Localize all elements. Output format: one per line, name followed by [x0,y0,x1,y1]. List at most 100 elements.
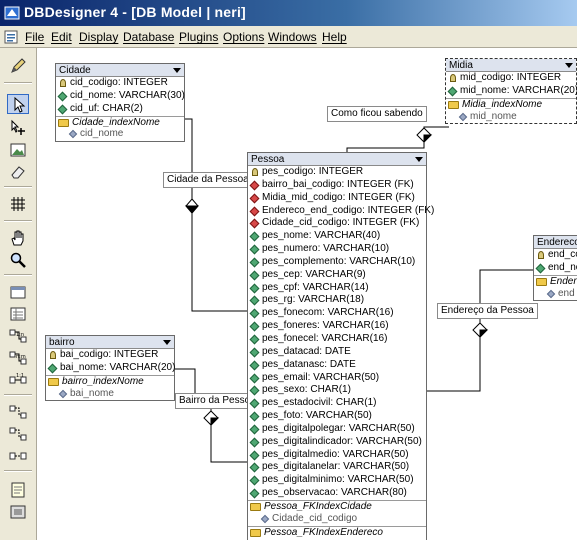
menu-database[interactable]: Database [123,30,175,44]
relation-11-icon[interactable]: 1:1 [7,370,29,390]
column-row[interactable]: pes_email: VARCHAR(50) [248,372,426,385]
table-header[interactable]: bairro [46,336,174,349]
relation-label-cidade[interactable]: Cidade da Pessoa [163,172,253,188]
column-row[interactable]: pes_rg: VARCHAR(18) [248,294,426,307]
column-row[interactable]: Endereco_end_codigo: INTEGER (FK) [248,205,434,218]
column-row[interactable]: pes_complemento: VARCHAR(10) [248,256,426,269]
relation-11-sub-icon[interactable] [7,446,29,466]
column-row[interactable]: cid_nome: VARCHAR(30) [56,90,185,103]
relation-1n-icon[interactable]: 1:n [7,326,29,346]
relation-label-midia[interactable]: Como ficou sabendo [327,106,427,122]
column-row[interactable]: end_no [534,262,577,275]
index-row[interactable]: Pessoa_FKIndexEndereco [248,525,426,539]
column-row[interactable]: pes_datacad: DATE [248,346,426,359]
column-row[interactable]: end_co [534,249,577,262]
column-row[interactable]: mid_codigo: INTEGER [446,72,576,85]
column-row[interactable]: pes_digitalanelar: VARCHAR(50) [248,461,426,474]
table-endereco[interactable]: Endereco end_co end_no Endere end [533,235,577,302]
menu-options[interactable]: Options [223,30,265,44]
menu-help[interactable]: Help [322,30,347,44]
column-label: pes_cep: VARCHAR(9) [262,268,366,280]
document-icon[interactable] [3,29,19,45]
relation-1n-sub-icon[interactable] [7,402,29,422]
table-header[interactable]: Endereco [534,236,577,249]
column-row[interactable]: pes_sexo: CHAR(1) [248,384,426,397]
index-icon [48,377,59,386]
index-column-icon [68,130,78,139]
column-row[interactable]: bairro_bai_codigo: INTEGER (FK) [248,179,426,192]
column-row[interactable]: bai_nome: VARCHAR(20) [46,362,175,375]
column-row[interactable]: pes_digitalminimo: VARCHAR(50) [248,474,426,487]
grid-icon[interactable] [7,194,29,214]
relation-nm-icon[interactable]: n:m [7,348,29,368]
column-label: pes_datanasc: DATE [262,358,356,370]
column-row[interactable]: pes_observacao: VARCHAR(80) [248,487,426,500]
table-header[interactable]: Cidade [56,64,184,77]
column-row[interactable]: pes_cep: VARCHAR(9) [248,269,426,282]
index-row[interactable]: bairro_indexNome [46,374,174,388]
column-row[interactable]: cid_codigo: INTEGER [56,77,184,90]
column-row[interactable]: pes_foneres: VARCHAR(16) [248,320,426,333]
select-arrow-icon[interactable] [7,94,29,114]
column-row[interactable]: pes_codigo: INTEGER [248,166,426,179]
table-header[interactable]: Pessoa [248,153,426,166]
eraser-icon[interactable] [7,162,29,182]
column-row[interactable]: pes_numero: VARCHAR(10) [248,243,426,256]
table-header[interactable]: Midia [446,59,576,72]
column-row[interactable]: pes_digitalindicador: VARCHAR(50) [248,436,426,449]
pencil-icon[interactable] [7,56,29,76]
table-midia[interactable]: Midia mid_codigo: INTEGER mid_nome: VARC… [445,58,577,125]
index-row[interactable]: Endere [534,274,577,288]
attribute-icon [249,308,260,319]
index-row[interactable]: Pessoa_FKIndexCidade [248,499,426,513]
column-row[interactable]: pes_fonecom: VARCHAR(16) [248,307,426,320]
chevron-down-icon[interactable] [173,68,181,73]
index-row[interactable]: Cidade_indexNome [56,115,184,129]
column-row[interactable]: pes_foto: VARCHAR(50) [248,410,426,423]
hand-icon[interactable] [7,228,29,248]
chevron-down-icon[interactable] [415,157,423,162]
chevron-down-icon[interactable] [565,63,573,68]
column-label: bai_codigo: INTEGER [60,349,159,360]
move-icon[interactable] [7,118,29,138]
column-row[interactable]: Midia_mid_codigo: INTEGER (FK) [248,192,426,205]
menu-display[interactable]: Display [79,30,119,44]
view-icon[interactable] [7,304,29,324]
image-icon[interactable] [7,140,29,160]
relation-nm-sub-icon[interactable] [7,424,29,444]
zoom-icon[interactable] [7,250,29,270]
region-icon[interactable] [7,502,29,522]
column-row[interactable]: Cidade_cid_codigo: INTEGER (FK) [248,217,426,230]
index-row[interactable]: Midia_indexNome [446,97,576,111]
column-row[interactable]: pes_fonecel: VARCHAR(16) [248,333,426,346]
table-icon[interactable] [7,282,29,302]
table-bairro[interactable]: bairro bai_codigo: INTEGER bai_nome: VAR… [45,335,175,402]
column-row[interactable]: pes_estadocivil: CHAR(1) [248,397,426,410]
column-label: pes_fonecel: VARCHAR(16) [262,332,388,344]
index-column-label: cid_nome [80,128,124,140]
column-row[interactable]: bai_codigo: INTEGER [46,349,174,362]
attribute-icon [249,398,260,409]
title-bar: DBDesigner 4 - [DB Model | neri] [0,0,577,26]
column-row[interactable]: mid_nome: VARCHAR(20) [446,85,577,98]
attribute-icon [249,488,260,499]
note-icon[interactable] [7,480,29,500]
model-canvas[interactable]: Cidade da Pessoa Como ficou sabendo Ende… [37,48,577,540]
chevron-down-icon[interactable] [163,340,171,345]
table-name: Cidade [59,65,91,76]
column-row[interactable]: pes_nome: VARCHAR(40) [248,230,426,243]
column-row[interactable]: pes_cpf: VARCHAR(14) [248,282,426,295]
attribute-icon [249,295,260,306]
relation-label-endereco[interactable]: Endereço da Pessoa [437,303,538,319]
attribute-icon [57,91,68,102]
column-row[interactable]: pes_digitalmedio: VARCHAR(50) [248,449,426,462]
column-row[interactable]: cid_uf: CHAR(2) [56,103,184,116]
menu-plugins[interactable]: Plugins [179,30,219,44]
column-row[interactable]: pes_datanasc: DATE [248,359,426,372]
table-cidade[interactable]: Cidade cid_codigo: INTEGER cid_nome: VAR… [55,63,185,143]
menu-file[interactable]: File [25,30,45,44]
column-row[interactable]: pes_digitalpolegar: VARCHAR(50) [248,423,426,436]
menu-edit[interactable]: Edit [51,30,72,44]
menu-windows[interactable]: Windows [268,30,317,44]
